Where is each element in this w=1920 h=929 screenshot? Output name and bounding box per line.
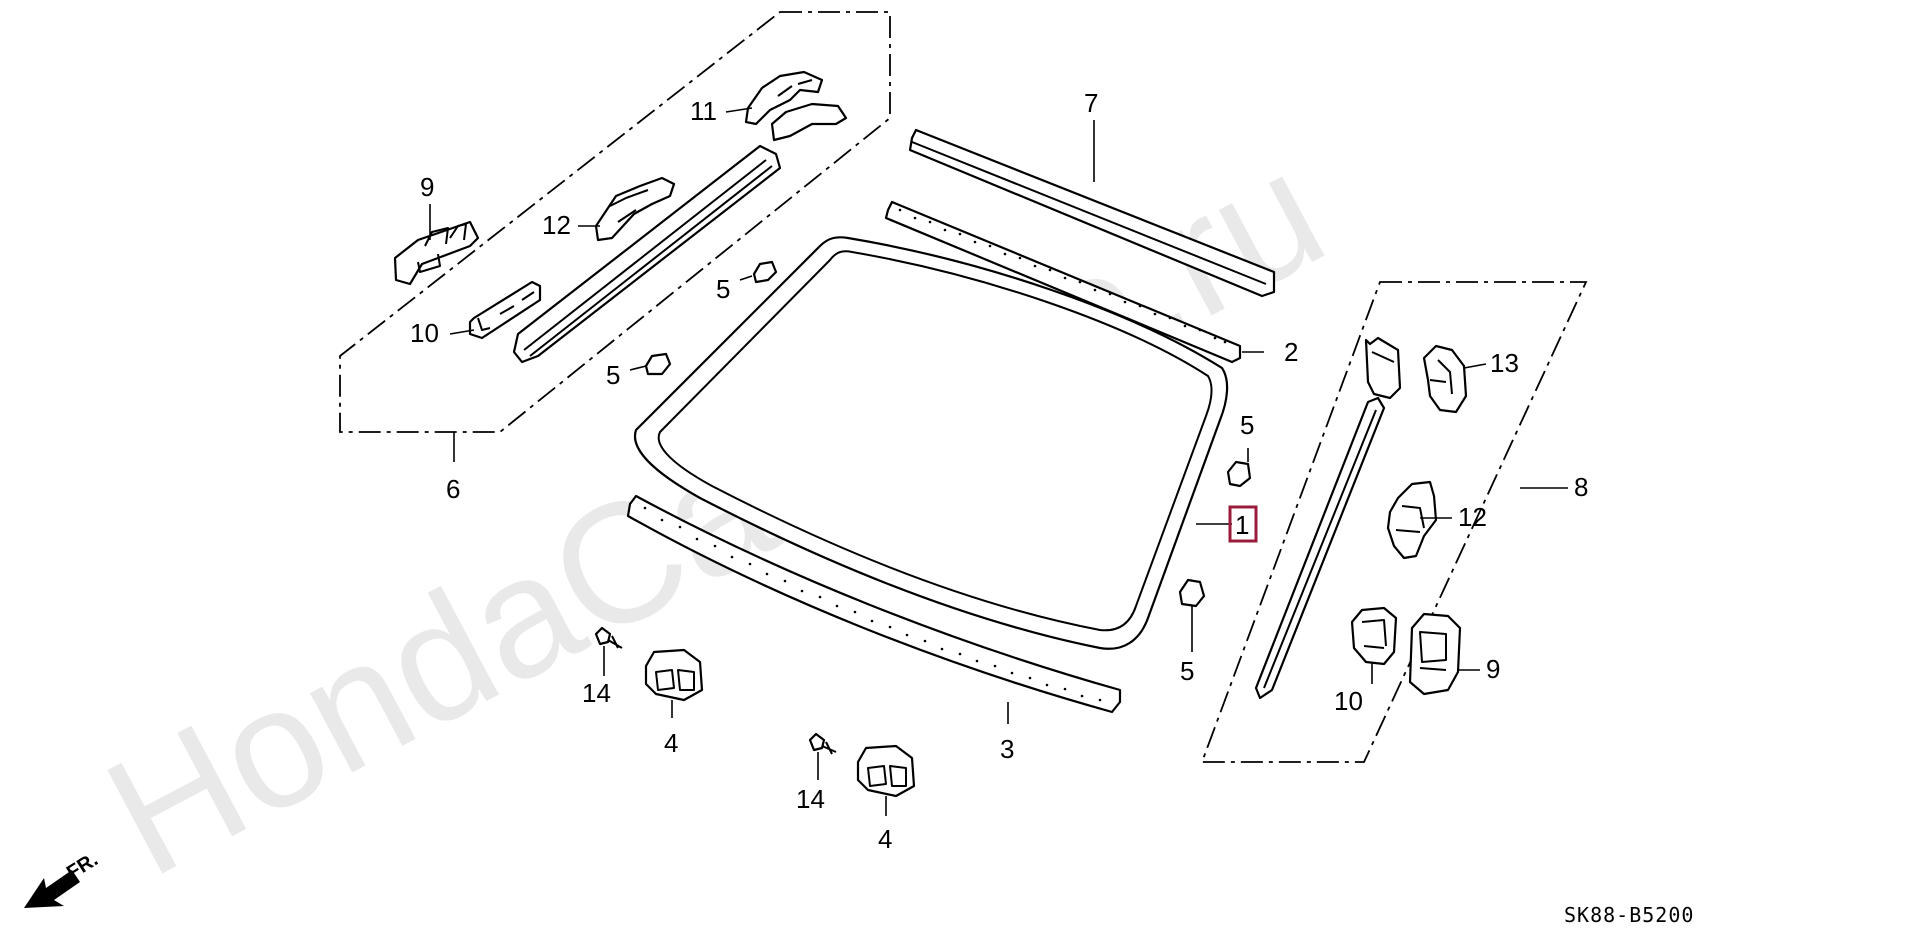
part-5-stopper-b[interactable] — [644, 352, 672, 376]
part-10-right-retainer[interactable] — [1350, 606, 1398, 666]
part-1-highlight-box — [1228, 505, 1258, 543]
group-6-boundary — [339, 11, 891, 433]
callout-4a[interactable]: 4 — [664, 728, 678, 758]
part-12-right-clip[interactable] — [1386, 480, 1438, 560]
callout-9b[interactable]: 9 — [1486, 654, 1500, 684]
callout-5a[interactable]: 5 — [716, 274, 730, 304]
callout-5d[interactable]: 5 — [1180, 656, 1194, 686]
part-2-upper-seal[interactable] — [884, 200, 1242, 364]
callout-5c[interactable]: 5 — [1240, 410, 1254, 440]
callout-2[interactable]: 2 — [1284, 337, 1298, 367]
callout-8[interactable]: 8 — [1574, 472, 1588, 502]
part-3-lower-seal[interactable] — [626, 494, 1122, 714]
callout-11[interactable]: 11 — [690, 96, 717, 126]
right-long-molding[interactable] — [1254, 396, 1386, 700]
part-9-right-clip[interactable] — [1408, 612, 1462, 696]
callout-10a[interactable]: 10 — [410, 318, 439, 348]
group-8-boundary — [1200, 281, 1588, 763]
part-13-clip[interactable] — [1422, 344, 1468, 414]
part-10-left-retainer[interactable] — [468, 280, 542, 340]
callout-7[interactable]: 7 — [1084, 88, 1098, 118]
diagram-code: SK88-B5200 — [1564, 903, 1694, 927]
part-9-left-clip[interactable] — [393, 220, 480, 286]
callout-10b[interactable]: 10 — [1334, 686, 1363, 716]
part-5-stopper-d[interactable] — [1178, 578, 1206, 608]
part-5-stopper-a[interactable] — [752, 260, 778, 284]
front-direction-arrow — [24, 870, 80, 908]
callout-6[interactable]: 6 — [446, 474, 460, 504]
part-14-screw-b[interactable] — [808, 732, 837, 755]
callout-3[interactable]: 3 — [1000, 734, 1014, 764]
right-upper-end-piece[interactable] — [1364, 336, 1402, 400]
callout-14b[interactable]: 14 — [796, 784, 825, 814]
callout-4b[interactable]: 4 — [878, 824, 892, 854]
part-12-left-clip[interactable] — [594, 176, 676, 242]
leader-lines — [429, 107, 1568, 816]
part-7-molding[interactable] — [908, 128, 1276, 298]
callout-13[interactable]: 13 — [1490, 348, 1519, 378]
part-11-clip[interactable] — [744, 70, 848, 142]
callout-9a[interactable]: 9 — [420, 172, 434, 202]
left-upper-molding[interactable] — [512, 144, 782, 364]
callout-12a[interactable]: 12 — [542, 210, 571, 240]
part-1-windshield[interactable] — [633, 236, 1229, 650]
callout-12b[interactable]: 12 — [1458, 502, 1487, 532]
part-4-bracket-b[interactable] — [856, 744, 916, 798]
part-14-screw-a[interactable] — [594, 626, 623, 649]
callout-5b[interactable]: 5 — [606, 360, 620, 390]
part-5-stopper-c[interactable] — [1226, 460, 1252, 488]
part-4-bracket-a[interactable] — [644, 648, 704, 702]
callout-14a[interactable]: 14 — [582, 678, 611, 708]
callout-1[interactable]: 1 — [1235, 510, 1249, 540]
